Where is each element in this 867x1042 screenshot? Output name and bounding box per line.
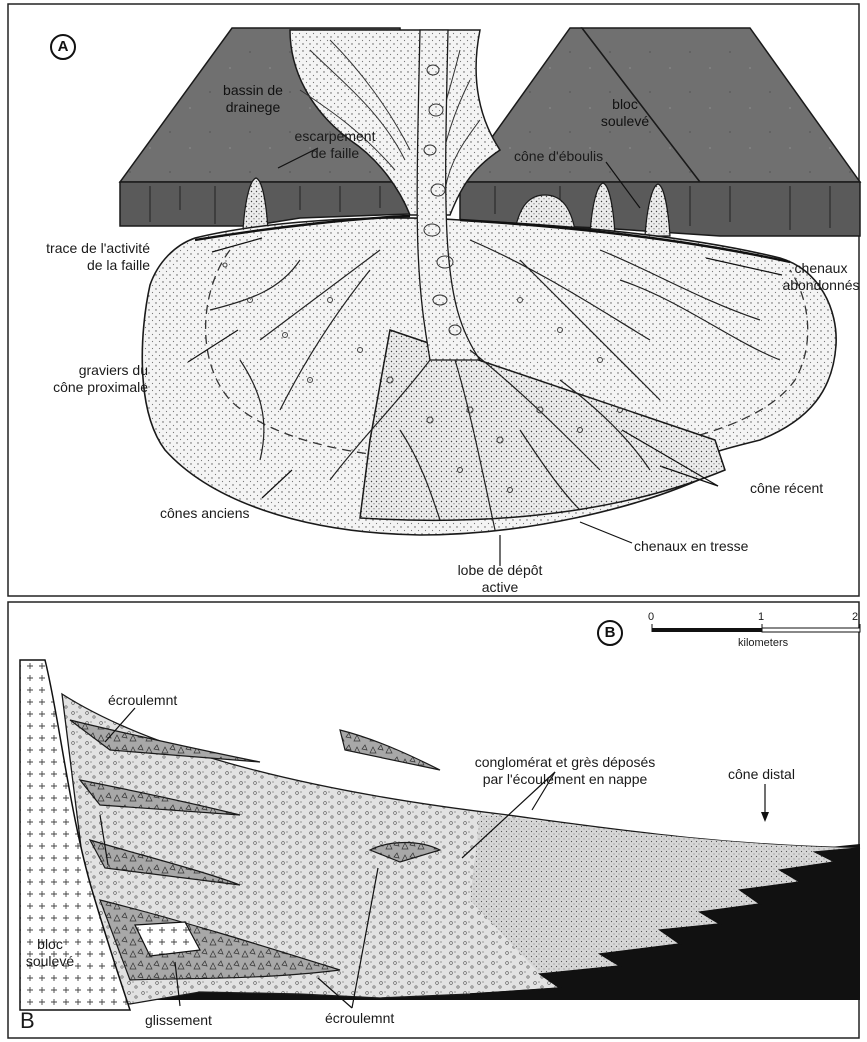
label-conglomerat-line1: conglomérat et grès déposés [465,754,665,771]
label-escarpement-line2: de faille [280,145,390,162]
label-bloc-b-line1: bloc [20,936,80,953]
label-graviers: graviers du cône proximale [30,362,148,396]
panel-b-corner-label: B [20,1008,35,1034]
label-lobe-depot: lobe de dépôt active [430,562,570,596]
label-chenaux-abondonnes: chenaux abondonnés [776,260,866,294]
label-chenaux-tresse: chenaux en tresse [634,538,748,555]
label-conglomerat: conglomérat et grès déposés par l'écoule… [465,754,665,788]
label-lobe-line1: lobe de dépôt [430,562,570,579]
label-cone-distal: cône distal [728,766,795,783]
label-cones-anciens: cônes anciens [160,505,250,522]
label-glissement: glissement [145,1012,212,1029]
label-trace-faille: trace de l'activité de la faille [10,240,150,274]
label-ecroulement-bottom: écroulemnt [325,1010,394,1027]
panel-b-badge: B [597,620,623,646]
fan-cross-section [0,600,867,1042]
label-cone-eboulis: cône d'éboulis [514,148,603,165]
scale-unit: kilometers [738,635,788,652]
scale-tick-0: 0 [648,609,654,626]
scale-tick-1: 1 [758,609,764,626]
panel-a: A bassin de drainege escarpement de fail… [0,0,867,600]
label-bloc-b-line2: soulevé [20,953,80,970]
label-cone-recent: cône récent [750,480,823,497]
label-conglomerat-line2: par l'écoulement en nappe [465,771,665,788]
label-chenaux-ab-line1: chenaux [776,260,866,277]
label-bassin: bassin de drainege [208,82,298,116]
panel-a-badge: A [50,34,76,60]
label-lobe-line2: active [430,579,570,596]
label-bassin-line2: drainege [208,99,298,116]
label-graviers-line1: graviers du [30,362,148,379]
label-ecroulement-top: écroulemnt [108,692,177,709]
label-graviers-line2: cône proximale [30,379,148,396]
label-chenaux-ab-line2: abondonnés [776,277,866,294]
label-bloc-souleve-a: bloc soulevé [590,96,660,130]
label-trace-line2: de la faille [10,257,150,274]
label-bloc-line2: soulevé [590,113,660,130]
alluvial-fan-block-diagram [0,0,867,600]
label-trace-line1: trace de l'activité [10,240,150,257]
panel-b: B 0 1 2 kilometers écroulemnt congloméra… [0,600,867,1042]
label-bassin-line1: bassin de [208,82,298,99]
label-bloc-line1: bloc [590,96,660,113]
label-escarpement: escarpement de faille [280,128,390,162]
label-escarpement-line1: escarpement [280,128,390,145]
scale-tick-2: 2 [852,609,858,626]
label-bloc-souleve-b: bloc soulevé [20,936,80,970]
